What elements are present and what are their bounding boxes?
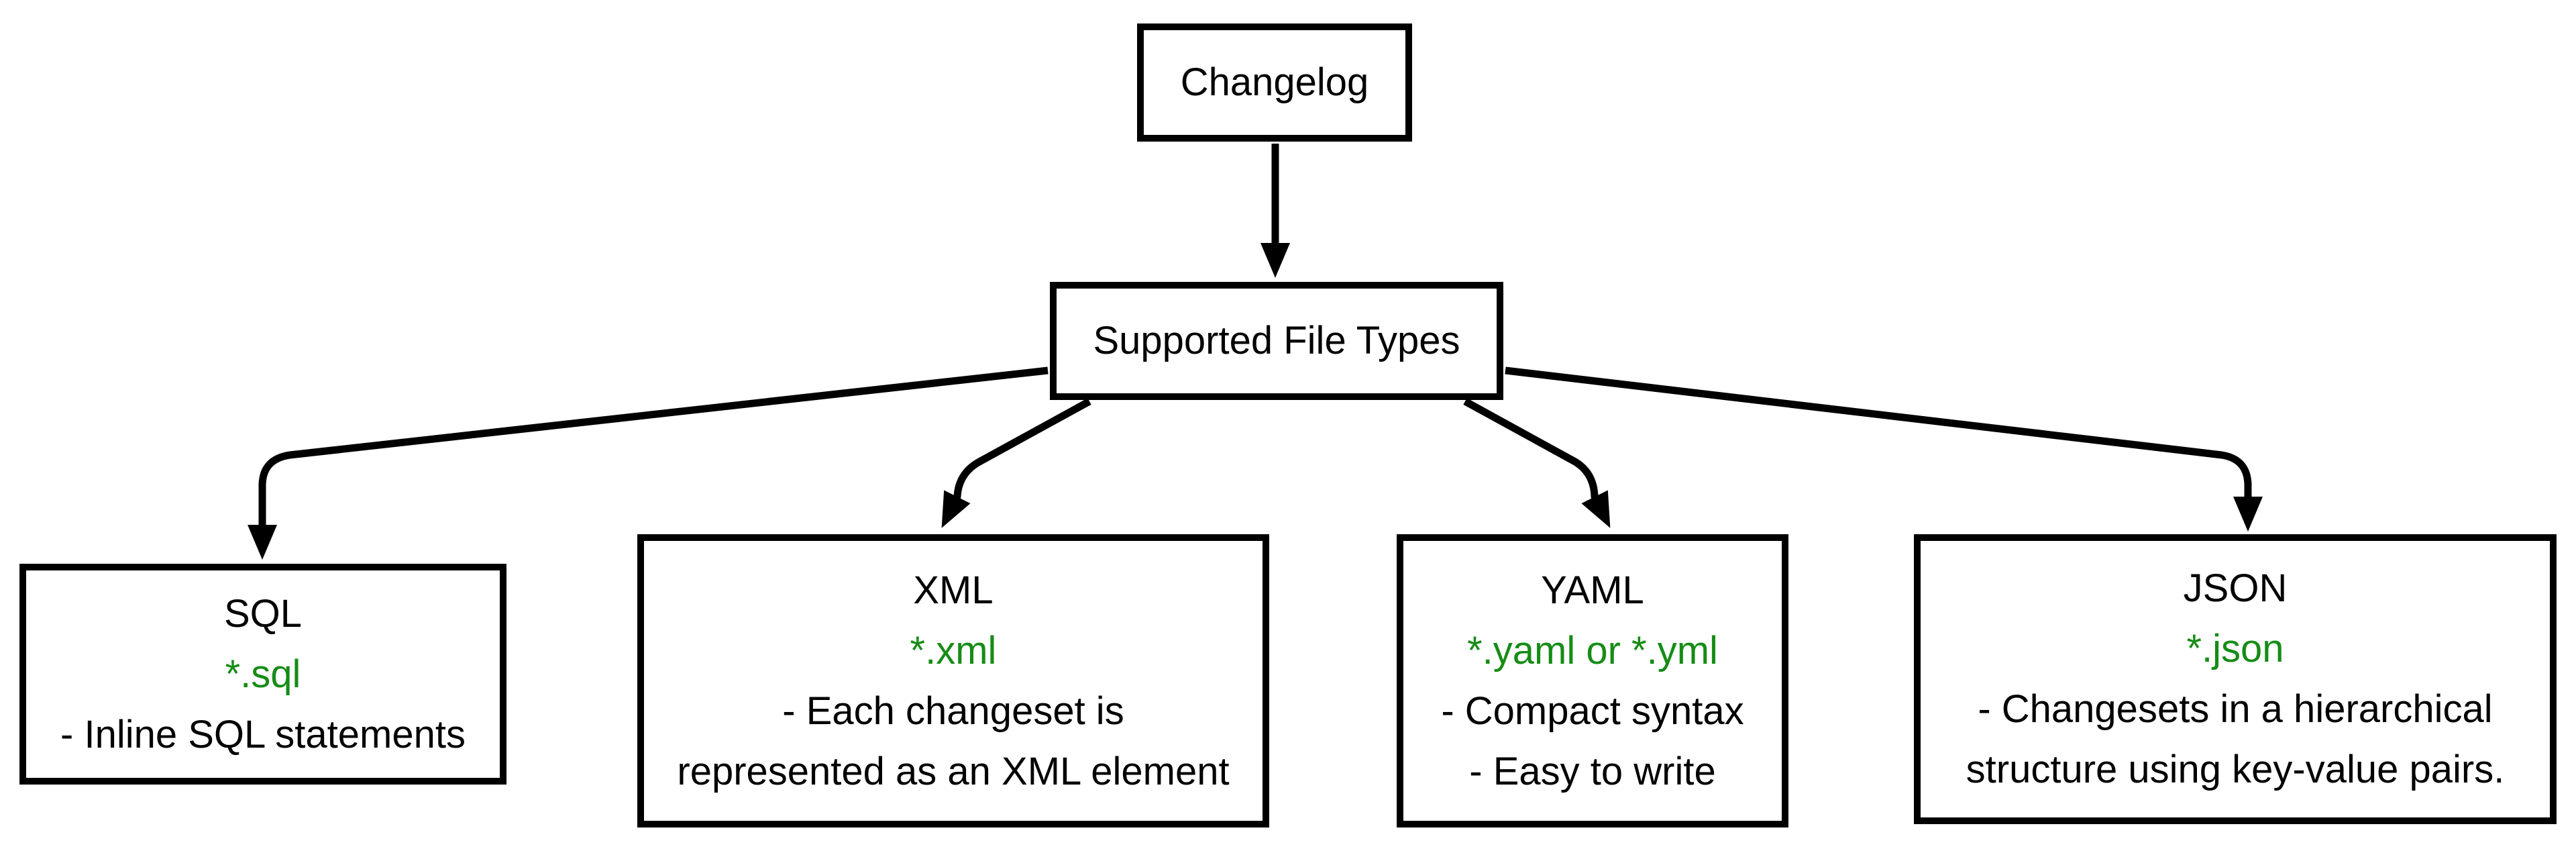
node-note: represented as an XML element xyxy=(677,749,1230,793)
arrow-hub-to-yaml xyxy=(1463,398,1611,528)
node-changelog-label: Changelog xyxy=(1180,60,1369,104)
node-file-pattern: *.yaml or *.yml xyxy=(1467,628,1718,672)
node-note: structure using key-value pairs. xyxy=(1966,748,2505,791)
node-title: XML xyxy=(913,568,994,612)
node-file-pattern: *.json xyxy=(2186,627,2284,670)
arrow-hub-to-json xyxy=(1505,366,2263,532)
node-xml: XML *.xml - Each changeset is represente… xyxy=(637,534,1269,827)
arrow-hub-to-sql xyxy=(248,366,1049,560)
node-note: - Changesets in a hierarchical xyxy=(1978,687,2493,731)
node-note: - Compact syntax xyxy=(1441,689,1744,733)
node-changelog: Changelog xyxy=(1137,23,1412,142)
node-file-pattern: *.xml xyxy=(910,628,997,672)
node-supported-file-types-label: Supported File Types xyxy=(1093,319,1460,362)
arrow-hub-to-xml xyxy=(941,398,1091,528)
node-note: - Easy to write xyxy=(1469,749,1716,793)
node-title: YAML xyxy=(1541,568,1644,612)
node-title: SQL xyxy=(223,591,303,636)
node-note: - Inline SQL statements xyxy=(60,712,466,756)
node-yaml: YAML *.yaml or *.yml - Compact syntax - … xyxy=(1397,534,1788,827)
node-file-pattern: *.sql xyxy=(225,652,301,696)
node-sql: SQL *.sql - Inline SQL statements xyxy=(19,564,506,785)
node-supported-file-types: Supported File Types xyxy=(1050,282,1503,400)
node-note: - Each changeset is xyxy=(782,689,1124,733)
node-json: JSON *.json - Changesets in a hierarchic… xyxy=(1914,534,2557,824)
node-title: JSON xyxy=(2183,566,2288,610)
